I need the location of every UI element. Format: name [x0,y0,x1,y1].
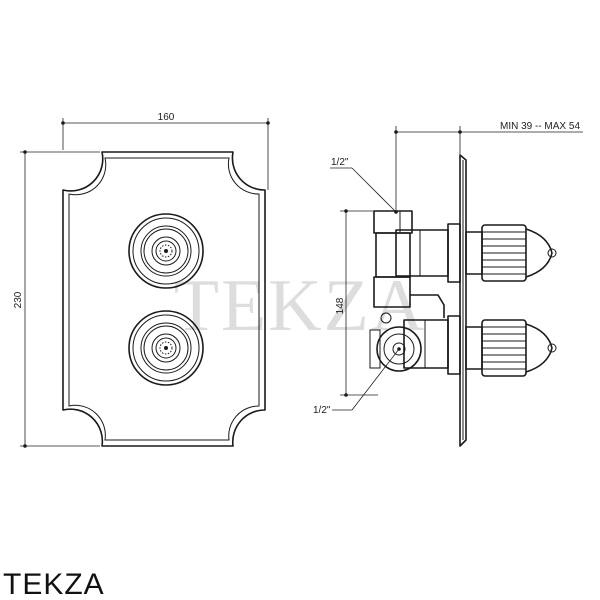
top-inlet-callout: 1/2" [330,157,398,214]
knob-center-cap [159,244,173,258]
brand-logo: TEKZA [3,568,105,600]
plate-outline [62,151,266,447]
centers-label: 148 [335,297,346,314]
width-label: 160 [158,112,175,123]
bottom-inlet [369,326,422,372]
height-label: 230 [13,291,24,308]
depth-label: MIN 39 -- MAX 54 [500,121,580,132]
top-inlet-label: 1/2" [331,157,349,168]
bottom-inlet-callout: 1/2" [313,348,400,416]
centers-dimension: 148 [335,209,378,397]
bottom-inlet-label: 1/2" [313,405,331,416]
height-dimension: 230 [13,150,100,448]
depth-dimension: MIN 39 -- MAX 54 [394,121,583,212]
width-dimension: 160 [61,112,270,190]
side-knob-bottom [465,319,557,377]
valve-body-top [395,229,449,277]
side-view: MIN 39 -- MAX 54 148 1/2" 1/2" [313,121,583,447]
watermark: TEKZA [174,265,427,347]
side-knob-top [465,224,557,282]
top-knob [128,213,204,289]
front-view: 160 230 [13,112,270,448]
plate-inner-outline [68,157,260,441]
bottom-knob [128,310,204,386]
knob-center-cap [159,341,173,355]
valve-body-bottom [403,319,449,369]
